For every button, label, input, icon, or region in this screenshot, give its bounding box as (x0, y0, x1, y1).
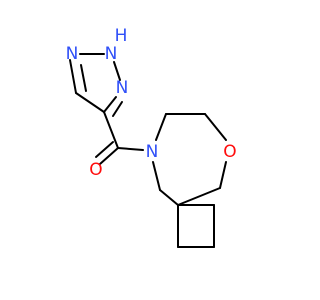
atom-n-amide: N (146, 142, 159, 162)
atom-labels: N N H N O N O (66, 26, 237, 180)
atom-o-ether: O (223, 142, 236, 162)
bond-c3-spiro (177, 187, 221, 206)
bond-c4-c5 (75, 92, 105, 113)
bond-carbonyl-o-inner (95, 141, 114, 158)
bond-carbonyl-n (117, 147, 144, 151)
atom-h-n2: H (115, 26, 128, 46)
bond-c4-n (152, 161, 161, 191)
bond-n3-c4-inner (112, 101, 123, 117)
bond-c4-ccarbonyl (103, 111, 119, 149)
bond-n-c1 (155, 113, 167, 141)
molecule-structure: N N H N O N O (66, 26, 237, 248)
bond-n2-n3 (113, 61, 121, 81)
bond-o-c3 (219, 161, 227, 189)
bond-c2-o (204, 113, 227, 141)
bonds (69, 53, 227, 248)
atom-n1: N (66, 44, 79, 64)
bond-carbonyl-o (99, 147, 119, 165)
bond-n3-c4 (103, 96, 117, 113)
bond-c5-n1-inner (80, 64, 87, 92)
bond-spiro-c4 (159, 189, 179, 206)
bond-c5-n1 (69, 59, 77, 94)
atom-n3: N (116, 78, 129, 98)
atom-n2: N (105, 44, 118, 64)
atom-o-carbonyl: O (89, 160, 102, 180)
